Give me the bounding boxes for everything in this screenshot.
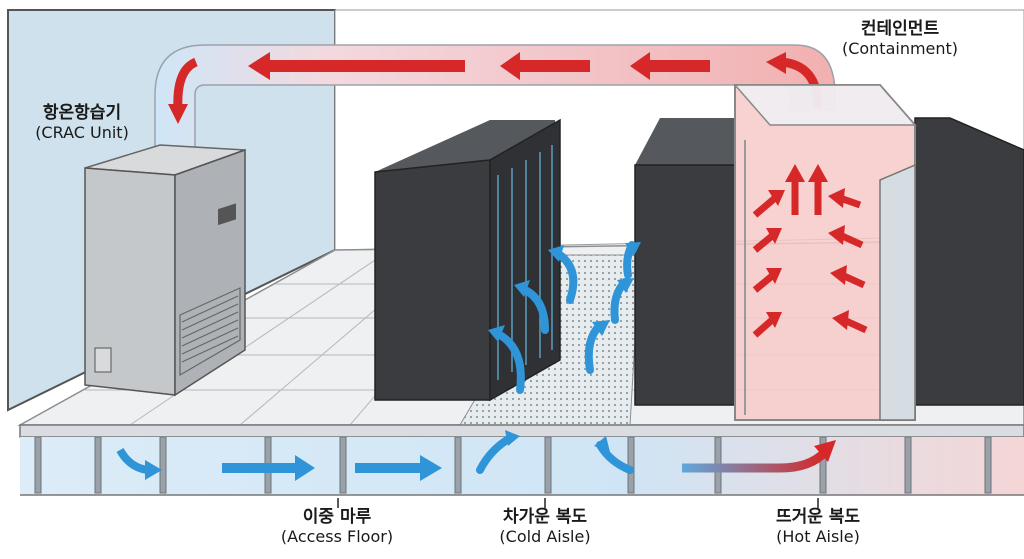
access-floor-label-en: (Access Floor)	[280, 526, 394, 546]
containment-label-en: (Containment)	[841, 38, 959, 58]
crac-unit-label-ko: 항온항습기	[42, 103, 122, 123]
access-floor-label: 이중 마루 (Access Floor)	[262, 507, 412, 546]
crac-unit-label: 항온항습기 (CRAC Unit)	[22, 103, 142, 142]
hot-air-arrows	[752, 164, 868, 338]
hot-aisle-label: 뜨거운 복도 (Hot Aisle)	[758, 507, 878, 546]
containment-label: 컨테인먼트 (Containment)	[830, 19, 970, 58]
return-air-duct	[154, 44, 836, 151]
server-rack-row-left	[374, 118, 561, 402]
cold-aisle-label-ko: 차가운 복도	[502, 507, 588, 527]
underfloor-supply-arrows	[116, 447, 442, 481]
crac-unit	[84, 144, 246, 397]
return-air-arrows	[168, 52, 823, 124]
hot-aisle-label-en: (Hot Aisle)	[776, 526, 860, 546]
underfloor-plenum	[19, 424, 1024, 496]
hot-aisle-containment	[733, 84, 917, 421]
access-floor-label-ko: 이중 마루	[302, 507, 372, 527]
containment-label-ko: 컨테인먼트	[860, 19, 940, 39]
cold-aisle-label-en: (Cold Aisle)	[499, 526, 591, 546]
server-rack-row-right	[634, 117, 1024, 406]
hot-return-underfloor-arrow	[682, 440, 836, 473]
crac-unit-label-en: (CRAC Unit)	[35, 122, 129, 142]
cold-air-arrowheads	[488, 242, 641, 452]
hot-aisle-label-ko: 뜨거운 복도	[775, 507, 861, 527]
cold-aisle-label: 차가운 복도 (Cold Aisle)	[480, 507, 610, 546]
